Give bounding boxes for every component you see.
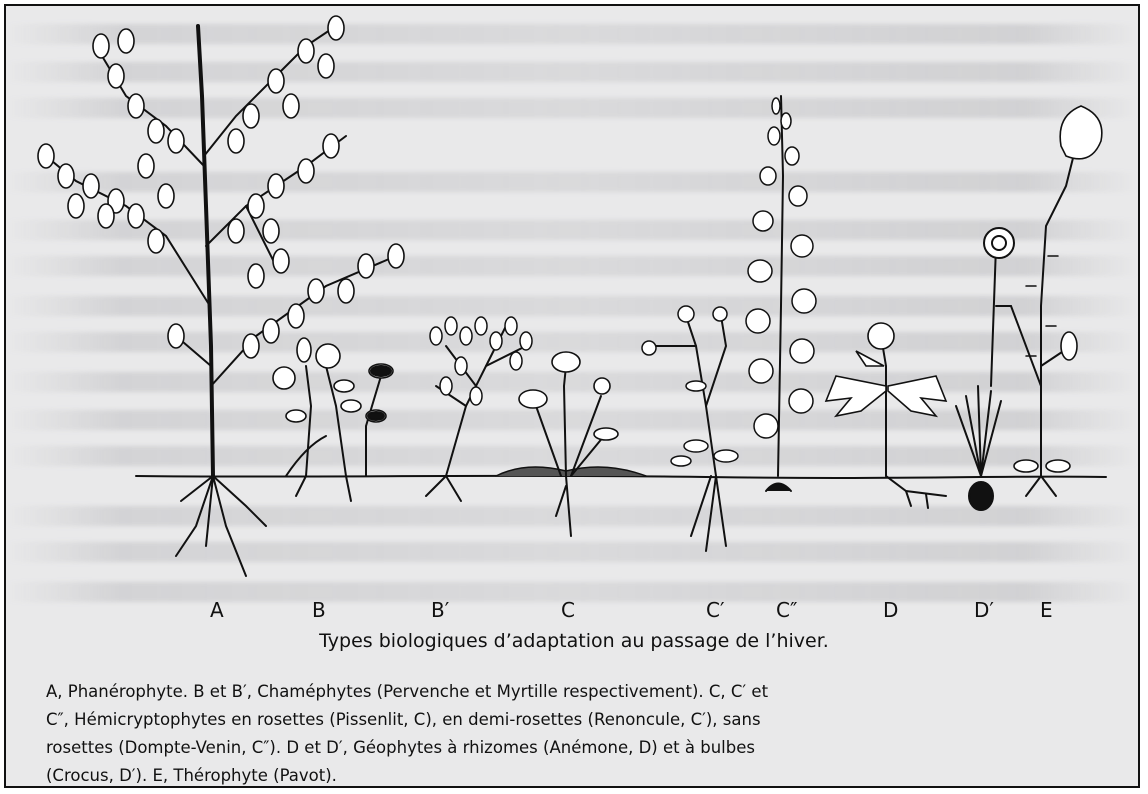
label-c-double-prime: C″ [776, 598, 797, 622]
label-c: C [561, 598, 575, 622]
label-b: B [312, 598, 326, 622]
figure-title: Types biologiques d’adaptation au passag… [6, 630, 1140, 652]
plant-c-prime-hemicryptophyte [642, 306, 738, 551]
plant-c-hemicryptophyte [496, 352, 646, 536]
caption-line: rosettes (Dompte-Venin, C″). D et D′, Gé… [46, 734, 1106, 762]
figure-caption: A, Phanérophyte. B et B′, Chaméphytes (P… [46, 678, 1106, 788]
label-a: A [210, 598, 224, 622]
caption-line: C″, Hémicryptophytes en rosettes (Pissen… [46, 706, 1106, 734]
caption-line: (Crocus, D′). E, Thérophyte (Pavot). [46, 762, 1106, 788]
label-b-prime: B′ [431, 598, 449, 622]
plant-d-geophyte [826, 323, 946, 508]
caption-line: A, Phanérophyte. B et B′, Chaméphytes (P… [46, 678, 1106, 706]
plant-types-illustration [6, 6, 1140, 606]
label-d: D [883, 598, 898, 622]
label-d-prime: D′ [974, 598, 994, 622]
ground-line [136, 476, 1106, 478]
plant-d-prime-geophyte [956, 228, 1014, 510]
label-e: E [1040, 598, 1053, 622]
scanned-page: A B B′ C C′ C″ D D′ E Types biologiques … [4, 4, 1140, 788]
plant-e-therophyte [996, 106, 1102, 496]
label-c-prime: C′ [706, 598, 725, 622]
plant-c-double-prime-hemicryptophyte [746, 96, 816, 491]
